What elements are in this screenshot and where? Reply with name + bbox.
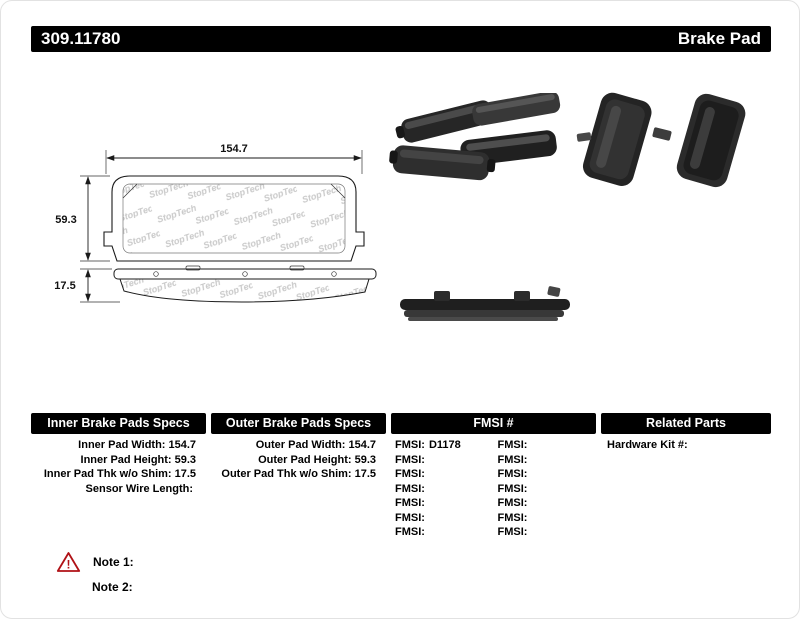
fmsi-cell: FMSI:	[494, 525, 597, 540]
technical-drawing: StopTech StopTech 154.7 59.3 17.5	[54, 143, 377, 303]
product-photo-pad-set-angled	[389, 93, 561, 181]
spec-value: 154.7	[348, 439, 376, 451]
fmsi-label: FMSI:	[395, 439, 425, 451]
fmsi-cell: FMSI:D1178	[391, 438, 494, 453]
warning-icon: !	[56, 552, 81, 572]
spec-label: Outer Pad Width:	[255, 439, 346, 451]
spec-row-outer-height: Outer Pad Height:59.3	[211, 453, 386, 468]
spec-value: 154.7	[168, 439, 196, 451]
fmsi-cell: FMSI:	[494, 482, 597, 497]
spec-value: 17.5	[174, 468, 196, 480]
spec-label: Inner Pad Width:	[78, 439, 166, 451]
spec-label: Sensor Wire Length:	[85, 482, 193, 495]
fmsi-row: FMSI: FMSI:	[391, 453, 596, 468]
fmsi-row: FMSI: FMSI:	[391, 467, 596, 482]
fmsi-cell: FMSI:	[391, 525, 494, 540]
fmsi-label: FMSI:	[395, 497, 425, 509]
fmsi-cell: FMSI:	[391, 511, 494, 526]
fmsi-row: FMSI: FMSI:	[391, 511, 596, 526]
related-parts-header: Related Parts	[601, 413, 771, 434]
inner-specs-header: Inner Brake Pads Specs	[31, 413, 206, 434]
spec-label: Outer Pad Height:	[258, 453, 352, 466]
spec-value: 59.3	[174, 453, 196, 466]
fmsi-cell: FMSI:	[494, 496, 597, 511]
fmsi-label: FMSI:	[395, 511, 425, 524]
spec-row-inner-height: Inner Pad Height:59.3	[31, 453, 206, 468]
fmsi-cell: FMSI:	[494, 467, 597, 482]
spec-label: Inner Pad Height:	[80, 453, 172, 466]
part-number: 309.11780	[41, 29, 121, 48]
outer-specs-header: Outer Brake Pads Specs	[211, 413, 386, 434]
fmsi-row: FMSI: FMSI:	[391, 482, 596, 497]
product-title: Brake Pad	[677, 29, 761, 48]
note-2-label: Note 2:	[92, 580, 133, 594]
fmsi-label: FMSI:	[497, 453, 528, 466]
spec-row-sensor-wire: Sensor Wire Length:	[31, 482, 206, 497]
dimension-width-label: 154.7	[220, 143, 248, 155]
fmsi-cell: FMSI:	[391, 496, 494, 511]
dimension-thickness-label: 17.5	[54, 280, 75, 292]
fmsi-cell: FMSI:	[391, 482, 494, 497]
product-photo-pads-standing	[576, 92, 746, 188]
fmsi-label: FMSI:	[395, 526, 425, 538]
fmsi-label: FMSI:	[497, 511, 528, 524]
dimension-height-label: 59.3	[55, 214, 76, 226]
spec-row-outer-thickness: Outer Pad Thk w/o Shim:17.5	[211, 467, 386, 482]
note-2-row: Note 2:	[56, 575, 134, 599]
spec-label: Outer Pad Thk w/o Shim:	[221, 468, 352, 480]
fmsi-header: FMSI #	[391, 413, 596, 434]
note-1-label: Note 1:	[93, 555, 134, 569]
note-1-row: ! Note 1:	[56, 550, 134, 574]
fmsi-label: FMSI:	[497, 439, 528, 451]
fmsi-label: FMSI:	[497, 482, 528, 495]
spec-row-inner-thickness: Inner Pad Thk w/o Shim:17.5	[31, 467, 206, 482]
fmsi-row: FMSI: FMSI:	[391, 525, 596, 540]
spec-label: Inner Pad Thk w/o Shim:	[43, 468, 172, 480]
related-parts-section: Related Parts Hardware Kit #:	[601, 413, 771, 453]
spec-row-outer-width: Outer Pad Width:154.7	[211, 438, 386, 453]
fmsi-cell: FMSI:	[494, 453, 597, 468]
pad-friction-surface	[122, 183, 346, 254]
fmsi-label: FMSI:	[395, 482, 425, 495]
fmsi-label: FMSI:	[395, 468, 425, 480]
spec-value: 17.5	[354, 468, 376, 480]
fmsi-label: FMSI:	[497, 497, 528, 509]
fmsi-cell: FMSI:	[391, 467, 494, 482]
pad-side-view-shim	[113, 268, 377, 280]
header-bar: 309.11780 Brake Pad	[31, 26, 771, 52]
fmsi-row: FMSI:D1178 FMSI:	[391, 438, 596, 453]
related-label: Hardware Kit #:	[607, 439, 688, 451]
fmsi-section: FMSI # FMSI:D1178 FMSI: FMSI: FMSI: FMSI…	[391, 413, 596, 540]
spec-row-inner-width: Inner Pad Width:154.7	[31, 438, 206, 453]
fmsi-label: FMSI:	[497, 526, 528, 538]
fmsi-row: FMSI: FMSI:	[391, 496, 596, 511]
fmsi-label: FMSI:	[395, 453, 425, 466]
outer-specs-section: Outer Brake Pads Specs Outer Pad Width:1…	[211, 413, 386, 482]
inner-specs-section: Inner Brake Pads Specs Inner Pad Width:1…	[31, 413, 206, 496]
fmsi-cell: FMSI:	[391, 453, 494, 468]
fmsi-label: FMSI:	[497, 468, 528, 480]
fmsi-cell: FMSI:	[494, 511, 597, 526]
spec-value: 59.3	[354, 453, 376, 466]
pad-side-view-friction	[119, 278, 370, 303]
fmsi-value: D1178	[428, 439, 461, 451]
related-row-hardware-kit: Hardware Kit #:	[601, 438, 771, 453]
notes-section: ! Note 1: Note 2:	[56, 550, 134, 599]
svg-text:!: !	[67, 558, 71, 572]
product-photo-pad-edge	[400, 286, 570, 321]
fmsi-cell: FMSI:	[494, 438, 597, 453]
